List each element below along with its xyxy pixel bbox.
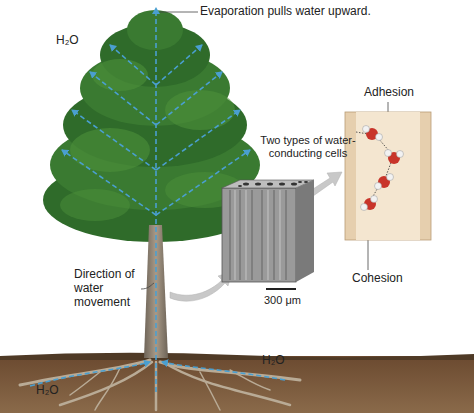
micrograph-part-part (255, 183, 261, 186)
soil-part (0, 353, 474, 360)
micrograph-part-part (298, 181, 302, 183)
text-label: Evaporation pulls water upward. (200, 5, 470, 19)
adhesion-cohesion-inset-part (361, 126, 404, 211)
foliage-part (92, 59, 148, 91)
text-label: H₂O (262, 354, 302, 368)
adhesion-cohesion-inset-part (345, 112, 431, 240)
roots-part (95, 368, 120, 410)
micrograph-part-part (261, 190, 262, 280)
water-flow-arrows-part (30, 362, 150, 386)
roots-part (20, 360, 150, 385)
adhesion-cohesion-inset-part-part (397, 151, 404, 158)
adhesion-cohesion-inset-part-part (371, 196, 378, 203)
soil-part (0, 356, 474, 413)
foliage-part (127, 10, 183, 50)
micrograph-part-part (246, 190, 247, 280)
roots-part (155, 362, 158, 410)
micrograph-part-part (285, 190, 286, 280)
water-flow-arrows-part (110, 45, 156, 85)
micrograph-part-part (304, 181, 308, 183)
text-label: 300 μm (264, 294, 324, 307)
text-label: Adhesion (364, 86, 434, 100)
micrograph-part (266, 288, 296, 290)
text-label: Cohesion (352, 272, 422, 286)
micrograph-part-part (291, 183, 297, 186)
pointer-arrows (170, 172, 342, 301)
water-flow-arrows-part (156, 72, 222, 125)
micrograph-part (222, 188, 296, 282)
micrograph-part (235, 190, 280, 280)
micrograph-part (238, 181, 308, 187)
adhesion-cohesion-inset-part (356, 132, 392, 198)
text-label: Direction of water movement (74, 268, 140, 309)
micrograph-part-part (273, 190, 274, 280)
micrograph-part-part (243, 183, 249, 186)
micrograph-part-part (239, 190, 240, 280)
roots (20, 360, 300, 410)
adhesion-cohesion-inset-part-part (375, 183, 382, 190)
micrograph-part-part (238, 185, 242, 187)
roots-part (70, 372, 100, 395)
adhesion-cohesion-inset-part-part (363, 126, 370, 133)
adhesion-cohesion-inset-part-part (376, 134, 383, 141)
text-label: H₂O (56, 34, 96, 48)
micrograph-part-part (279, 183, 285, 186)
micrograph-part (296, 180, 314, 282)
water-flow-arrows-part (156, 45, 202, 85)
micrograph-part-part (267, 183, 273, 186)
micrograph-part (230, 190, 286, 280)
foliage-part (60, 189, 130, 221)
roots-part (60, 362, 152, 405)
micrograph-part-part (280, 190, 281, 280)
leader-lines-part (141, 283, 154, 289)
micrograph (222, 180, 314, 289)
adhesion-cohesion-inset-part-part (385, 150, 392, 157)
text-label: Two types of water-conducting cells (258, 134, 358, 159)
micrograph-part-part (235, 190, 236, 280)
roots-part (163, 362, 290, 405)
adhesion-cohesion-inset-part (356, 112, 420, 240)
water-flow-arrows-part (156, 110, 240, 170)
micrograph-part-part (229, 190, 230, 280)
micrograph-part-part (251, 190, 252, 280)
text-label: H₂O (36, 384, 76, 398)
adhesion-cohesion-inset (345, 112, 431, 240)
water-flow-arrows-part (72, 110, 156, 170)
soil (0, 353, 474, 413)
leader-lines-part (160, 12, 198, 13)
water-flow-arrows-part (155, 8, 157, 392)
micrograph-part-part (268, 190, 269, 280)
adhesion-cohesion-inset-part-part (387, 174, 394, 181)
adhesion-cohesion-inset-part-part (361, 204, 368, 211)
water-flow-arrows-part (90, 72, 156, 125)
foliage-part (70, 128, 150, 172)
roots-part (200, 372, 220, 410)
